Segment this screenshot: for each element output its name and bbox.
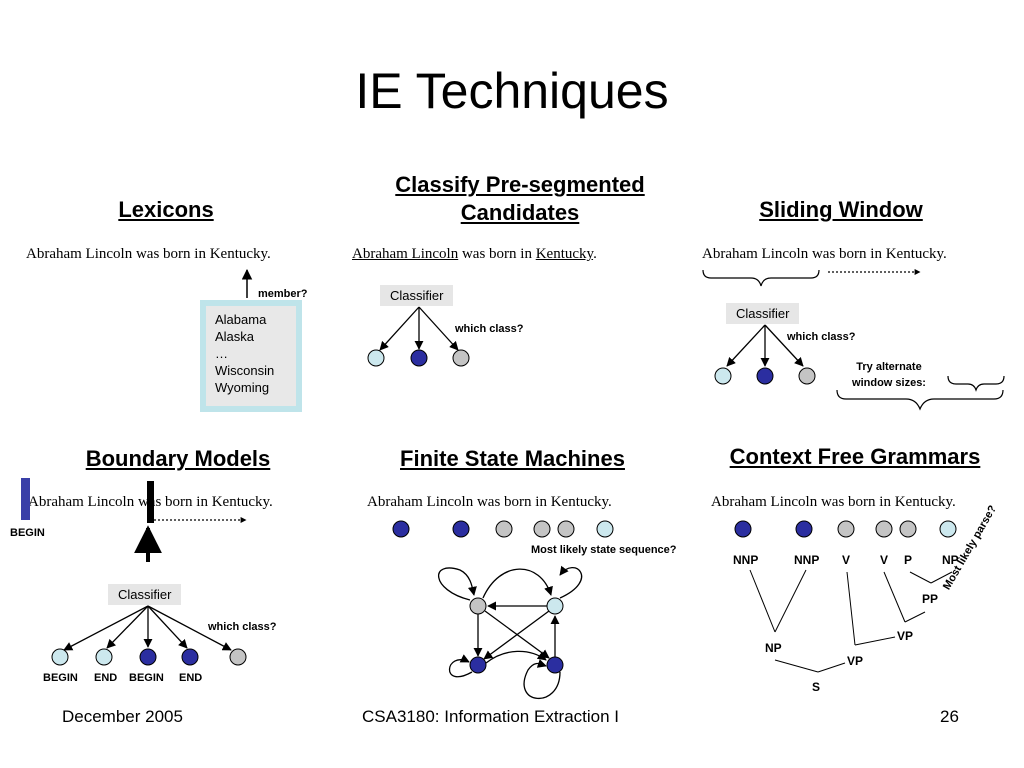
fsm-automaton — [437, 565, 583, 700]
pos-tag: NNP — [794, 553, 820, 567]
alternate-window-label: Try alternate window sizes: — [834, 359, 944, 391]
fsm-state-gray — [469, 597, 487, 615]
lexicon-box: Alabama Alaska … Wisconsin Wyoming — [200, 300, 302, 412]
pos-tag: V — [880, 553, 889, 567]
lexicon-item: Alabama — [215, 312, 267, 327]
class-node-light — [95, 648, 113, 666]
sliding-window-graphics — [702, 269, 1005, 411]
lexicons-sentence: Abraham Lincoln was born in Kentucky. — [26, 246, 271, 262]
lexicon-item: Wisconsin — [215, 363, 275, 378]
lexicon-list: Alabama Alaska … Wisconsin Wyoming — [206, 306, 296, 406]
class-node-dark — [410, 349, 428, 367]
large-window-brace — [836, 389, 1004, 411]
class-node-dark — [181, 648, 199, 666]
fsm-state-dark — [546, 656, 564, 674]
sliding-window-heading: Sliding Window — [759, 197, 923, 222]
pos-tag: NP — [942, 553, 959, 567]
lexicon-item: Alaska — [215, 329, 255, 344]
phrase-label: S — [812, 680, 821, 694]
footer-course: CSA3180: Information Extraction I — [362, 707, 620, 726]
state-node-gray — [557, 520, 575, 538]
which-class-label: which class? — [787, 331, 856, 343]
class-label: END — [94, 672, 118, 684]
fsm-sentence: Abraham Lincoln was born in Kentucky. — [367, 494, 612, 510]
cfg-word-nodes — [734, 520, 957, 538]
phrase-label: PP — [922, 592, 939, 606]
word-node-gray — [837, 520, 855, 538]
phrase-label: VP — [897, 629, 914, 643]
class-label: BEGIN — [43, 672, 78, 684]
lexicon-item: … — [215, 346, 228, 361]
class-node-gray — [229, 648, 247, 666]
fsm-state-sequence — [392, 520, 614, 538]
word-node-light — [939, 520, 957, 538]
class-label: BEGIN — [129, 672, 164, 684]
classifier-box: Classifier — [108, 584, 182, 605]
pos-tag: P — [904, 553, 913, 567]
fsm-state-dark — [469, 656, 487, 674]
classifier-box: Classifier — [726, 303, 800, 324]
classifier-box: Classifier — [380, 285, 454, 306]
sentence-text: was born in — [458, 246, 536, 262]
word-node-gray — [875, 520, 893, 538]
boundary-cursor — [147, 481, 154, 523]
class-label: END — [179, 672, 203, 684]
alternate-window-line: window sizes: — [852, 377, 926, 389]
cfg-parse-tree — [749, 569, 953, 673]
boundary-models-heading: Boundary Models — [85, 446, 271, 471]
pos-tag: NNP — [733, 553, 759, 567]
sliding-window-sentence: Abraham Lincoln was born in Kentucky. — [702, 246, 947, 262]
phrase-label: VP — [847, 654, 864, 668]
classify-sentence: Abraham Lincoln was born in Kentucky. — [352, 246, 597, 263]
state-node-dark — [452, 520, 470, 538]
alternate-window-line: Try alternate — [856, 361, 922, 373]
word-node-dark — [734, 520, 752, 538]
cfg-heading: Context Free Grammars — [729, 444, 981, 469]
class-node-gray — [452, 349, 470, 367]
slide-title: IE Techniques — [355, 63, 669, 119]
pos-tag: V — [842, 553, 851, 567]
member-query-label: member? — [258, 288, 308, 300]
boundary-graphics — [21, 478, 247, 666]
begin-marker-label: BEGIN — [10, 527, 45, 539]
begin-marker-bar — [21, 478, 30, 520]
lexicons-heading: Lexicons — [118, 197, 214, 222]
candidate-segment: Kentucky — [535, 246, 594, 262]
cfg-sentence: Abraham Lincoln was born in Kentucky. — [711, 494, 956, 510]
class-node-light — [714, 367, 732, 385]
lexicon-item: Wyoming — [215, 380, 270, 395]
state-node-gray — [533, 520, 551, 538]
phrase-label: NP — [765, 641, 782, 655]
fsm-state-light — [546, 597, 564, 615]
which-class-label: which class? — [455, 323, 524, 335]
class-node-light — [367, 349, 385, 367]
word-node-gray — [899, 520, 917, 538]
class-node-dark — [139, 648, 157, 666]
classify-tree — [367, 306, 470, 367]
class-node-light — [51, 648, 69, 666]
classify-heading: Classify Pre-segmented Candidates — [340, 171, 700, 227]
state-node-dark — [392, 520, 410, 538]
small-window-brace — [947, 375, 1005, 392]
state-node-light — [596, 520, 614, 538]
footer-date: December 2005 — [62, 707, 183, 726]
fsm-heading: Finite State Machines — [400, 446, 625, 471]
which-class-label: which class? — [208, 621, 277, 633]
class-node-dark — [756, 367, 774, 385]
classify-heading-line1: Classify Pre-segmented — [395, 172, 645, 197]
window-brace — [702, 269, 820, 287]
word-node-dark — [795, 520, 813, 538]
candidate-segment: Abraham Lincoln — [352, 246, 459, 262]
footer-page-number: 26 — [940, 707, 959, 726]
state-sequence-label: Most likely state sequence? — [531, 544, 677, 556]
state-node-gray — [495, 520, 513, 538]
classify-heading-line2: Candidates — [460, 200, 580, 225]
class-node-gray — [798, 367, 816, 385]
sentence-text: . — [593, 246, 597, 262]
